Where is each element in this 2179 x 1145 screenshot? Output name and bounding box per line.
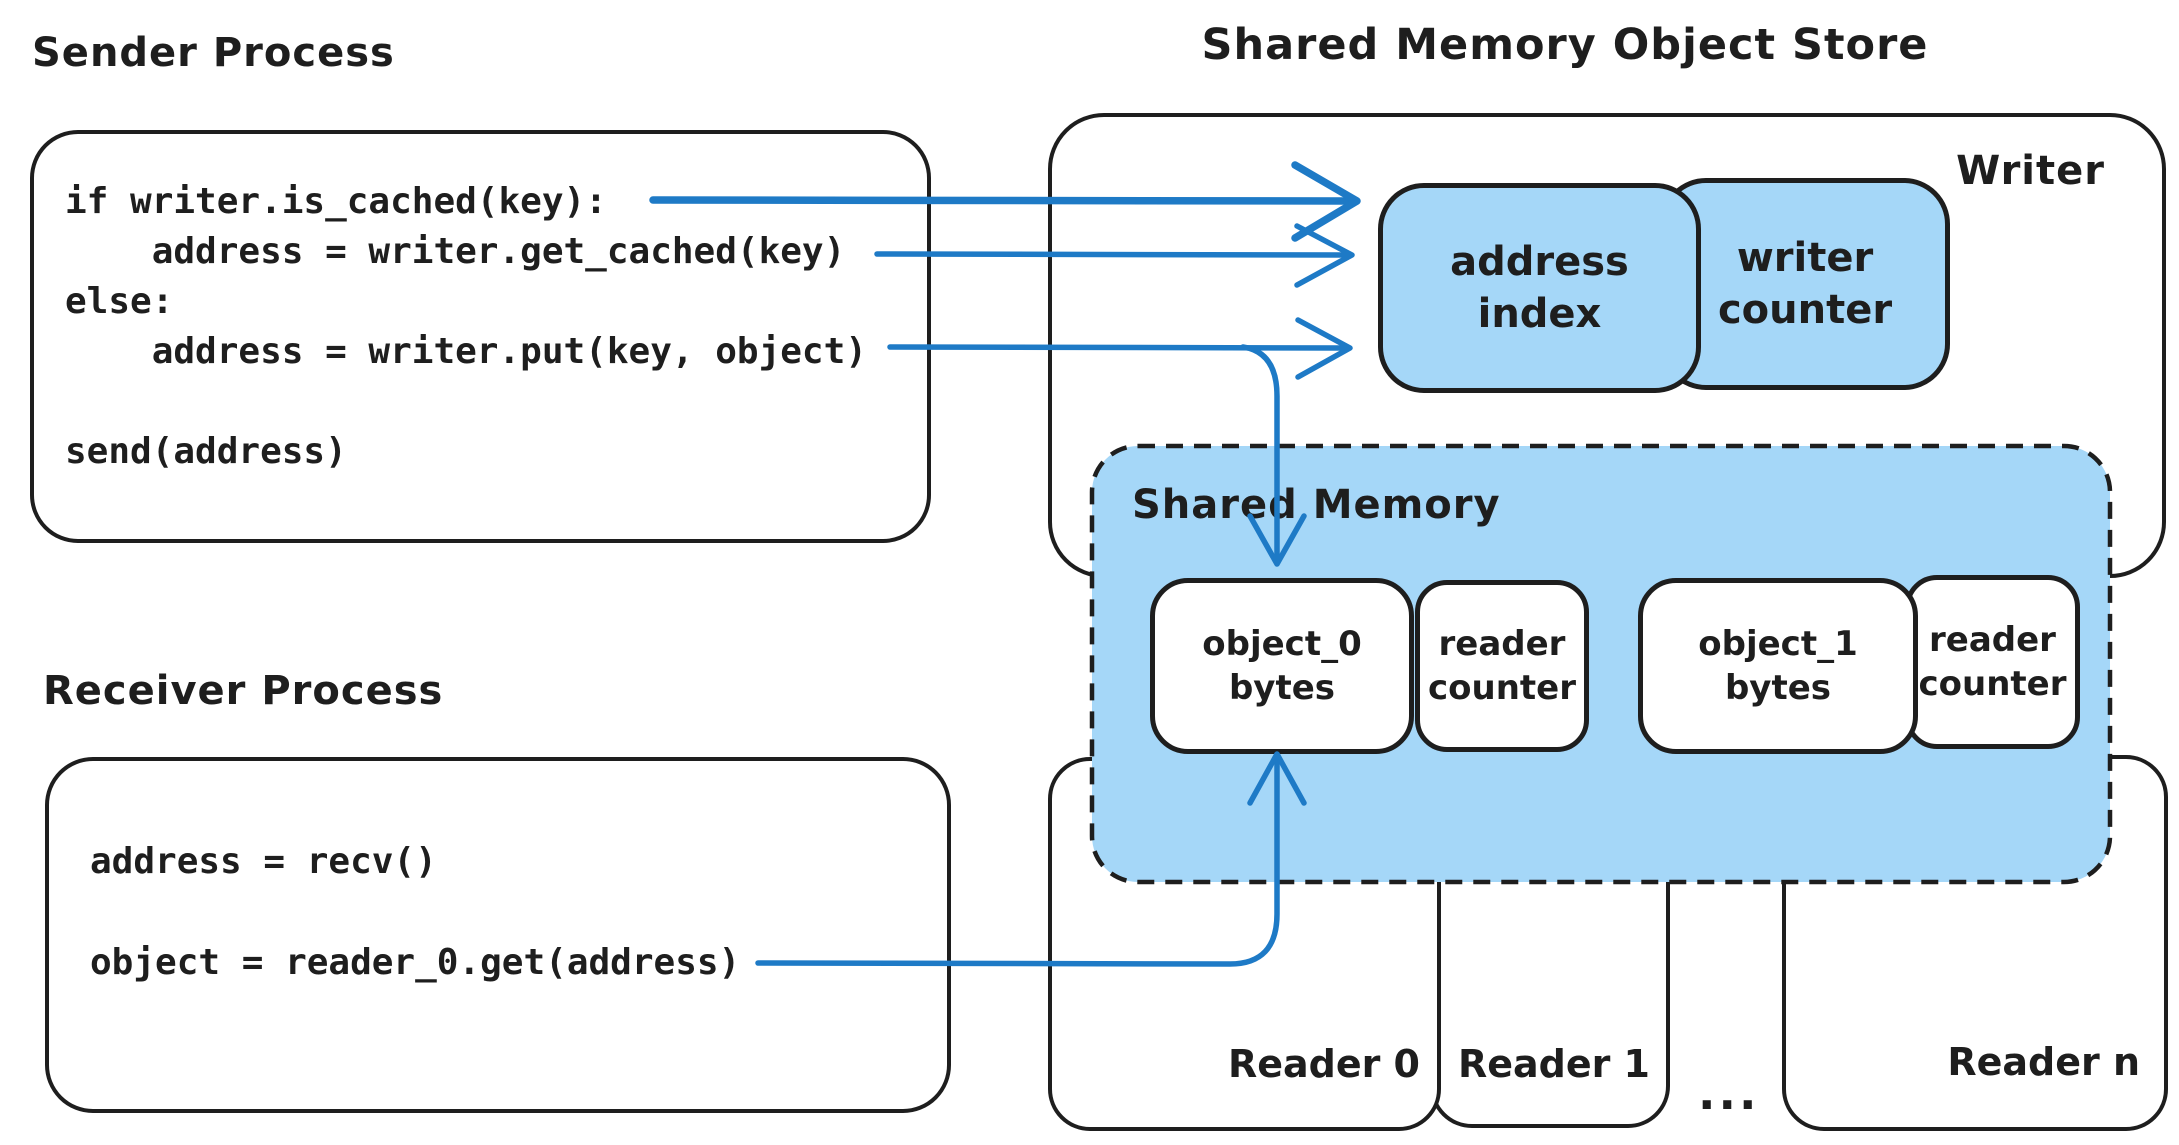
writer-counter-cell: writer counter <box>1660 178 1950 390</box>
receiver-process-title: Receiver Process <box>43 668 444 714</box>
reader-counter-0-label: reader counter <box>1427 623 1576 708</box>
reader-0-label: Reader 0 <box>1227 1042 1420 1086</box>
sender-process-title: Sender Process <box>32 30 395 76</box>
reader-counter-0-cell: reader counter <box>1415 580 1589 752</box>
object-1-cell: object_1 bytes <box>1638 578 1918 754</box>
reader-1-label: Reader 1 <box>1457 1042 1650 1086</box>
shared-memory-label: Shared Memory <box>1132 482 1501 528</box>
address-index-cell: address index <box>1378 183 1701 393</box>
reader-counter-1-label: reader counter <box>1918 619 2067 704</box>
readers-ellipsis: ... <box>1698 1066 1760 1120</box>
sender-code-line-else: else: <box>65 281 174 322</box>
writer-counter-label: writer counter <box>1717 235 1893 333</box>
sender-code-line-if: if writer.is_cached(key): <box>65 181 607 222</box>
object-0-cell: object_0 bytes <box>1150 578 1414 754</box>
store-title: Shared Memory Object Store <box>1201 20 1929 70</box>
sender-code-line-get-cached: address = writer.get_cached(key) <box>65 231 846 272</box>
receiver-code-line-get: object = reader_0.get(address) <box>90 942 741 983</box>
sender-code-line-put: address = writer.put(key, object) <box>65 331 867 372</box>
address-index-label: address index <box>1450 239 1629 337</box>
sender-code-line-send: send(address) <box>65 431 347 472</box>
object-0-label: object_0 bytes <box>1202 623 1362 708</box>
reader-counter-1-cell: reader counter <box>1905 575 2080 749</box>
writer-label: Writer <box>1956 148 2105 194</box>
receiver-code-line-recv: address = recv() <box>90 841 437 882</box>
receiver-process-box <box>45 757 951 1113</box>
reader-n-label: Reader n <box>1947 1040 2140 1084</box>
object-1-label: object_1 bytes <box>1698 623 1858 708</box>
